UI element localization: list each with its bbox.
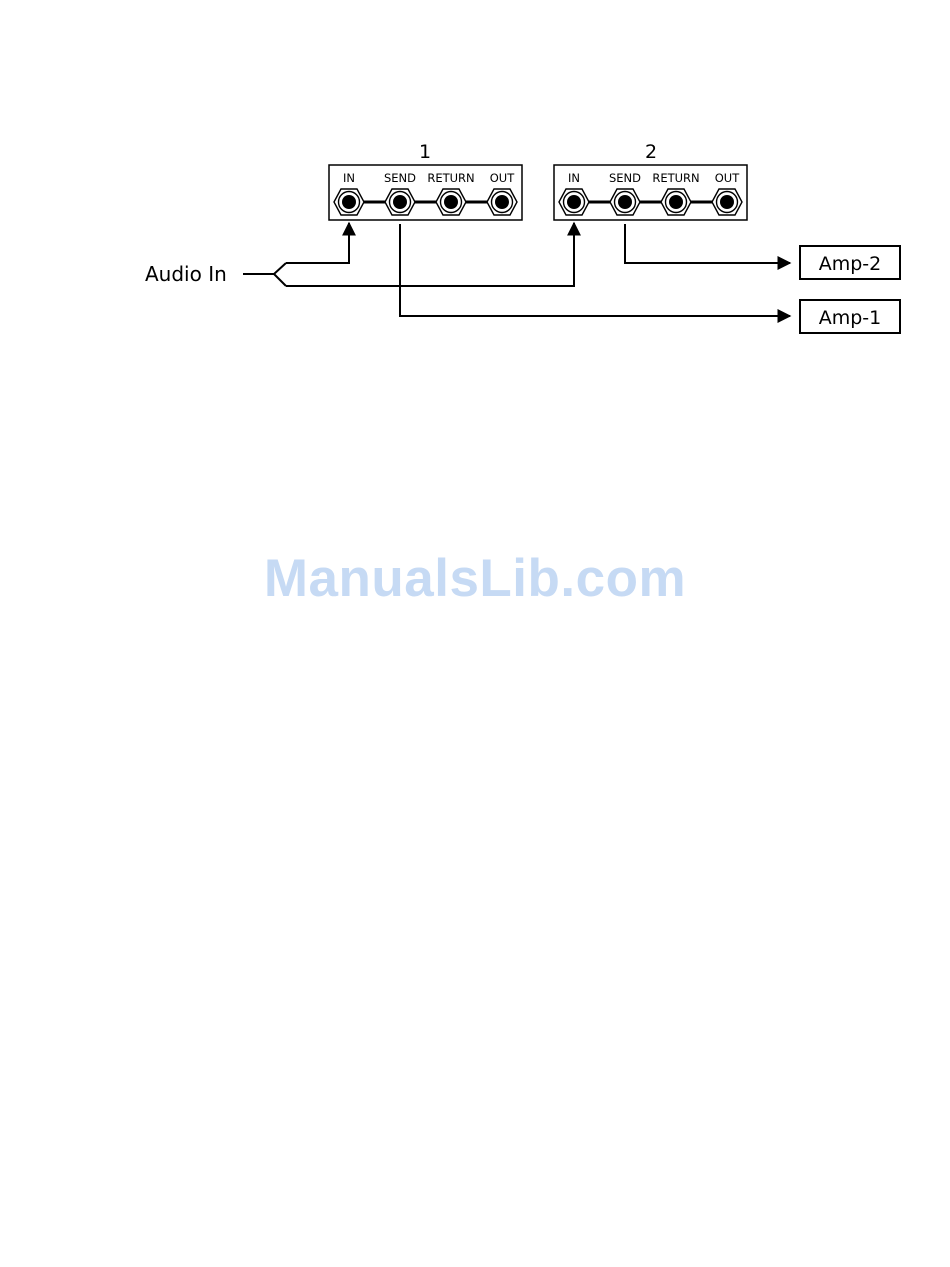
amp-1-box: Amp-1	[800, 300, 900, 333]
cable-audio-in-to-unit-2-in	[286, 223, 574, 286]
unit-1: 1 IN SEND RETURN OUT	[329, 141, 522, 220]
amp-2-box: Amp-2	[800, 246, 900, 279]
unit-2-jack-send[interactable]	[610, 189, 640, 215]
watermark-text: ManualsLib.com	[0, 548, 950, 609]
unit-1-label: 1	[419, 141, 431, 163]
cable-unit-2-send-to-amp-2	[625, 224, 790, 263]
amp-1-label: Amp-1	[819, 307, 882, 329]
audio-in-splitter	[243, 263, 286, 286]
unit-1-jack-send[interactable]	[385, 189, 415, 215]
unit-2-jack-in[interactable]	[559, 189, 589, 215]
unit-2-jack-out[interactable]	[712, 189, 742, 215]
unit-2-jack-label-send: SEND	[609, 171, 641, 185]
cable-unit-1-send-to-amp-1	[400, 224, 790, 316]
amp-2-label: Amp-2	[819, 253, 882, 275]
unit-1-jack-return[interactable]	[436, 189, 466, 215]
unit-1-jack-label-in: IN	[343, 171, 355, 185]
unit-1-jack-out[interactable]	[487, 189, 517, 215]
unit-1-jack-label-send: SEND	[384, 171, 416, 185]
unit-2: 2 IN SEND RETURN OUT	[554, 141, 747, 220]
routing-diagram: 1 IN SEND RETURN OUT 2	[0, 0, 950, 400]
audio-in-label: Audio In	[145, 262, 227, 286]
blank-page-area	[0, 620, 950, 1267]
unit-1-jack-label-out: OUT	[490, 171, 515, 185]
unit-2-label: 2	[645, 141, 657, 163]
unit-1-jack-in[interactable]	[334, 189, 364, 215]
unit-2-jack-return[interactable]	[661, 189, 691, 215]
unit-1-jack-label-return: RETURN	[427, 171, 474, 185]
unit-2-jack-label-return: RETURN	[652, 171, 699, 185]
unit-2-jack-label-in: IN	[568, 171, 580, 185]
unit-2-jack-label-out: OUT	[715, 171, 740, 185]
cable-audio-in-to-unit-1-in	[286, 223, 349, 263]
